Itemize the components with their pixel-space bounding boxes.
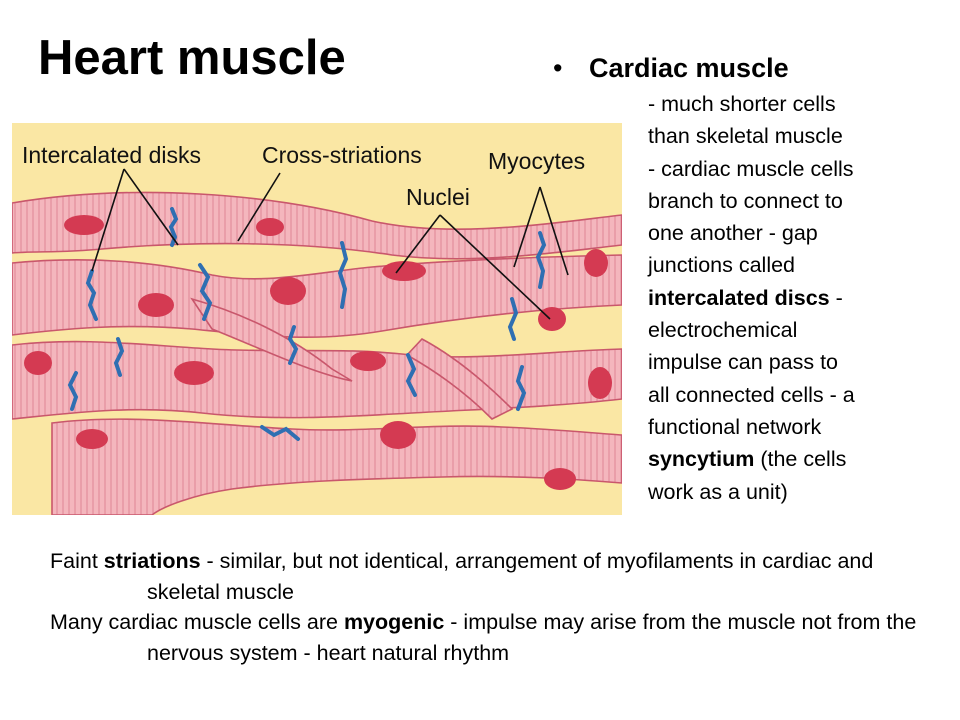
nucleus bbox=[382, 261, 426, 281]
bullet-line: electrochemical bbox=[648, 318, 798, 343]
fiber-striations bbox=[192, 299, 352, 381]
nucleus bbox=[350, 351, 386, 371]
pointer-line bbox=[123, 168, 179, 246]
muscle-fibers bbox=[12, 191, 622, 515]
intercalated-disc bbox=[535, 231, 547, 289]
slide-title: Heart muscle bbox=[38, 31, 346, 85]
pointer-line bbox=[539, 186, 569, 276]
cardiac-muscle-diagram: Intercalated disks Cross-striations Nucl… bbox=[12, 123, 622, 515]
intercalated-disc bbox=[507, 297, 519, 341]
nucleus bbox=[588, 367, 612, 399]
fiber-striations bbox=[12, 341, 622, 419]
fiber-striations bbox=[52, 419, 622, 515]
bullet-line: than skeletal muscle bbox=[648, 124, 843, 149]
label-nuclei: Nuclei bbox=[406, 184, 470, 210]
intercalated-disc bbox=[85, 269, 98, 321]
label-intercalated-disks: Intercalated disks bbox=[22, 142, 201, 168]
bullet-line: work as a unit) bbox=[648, 479, 788, 504]
bullet-line: one another - gap bbox=[648, 221, 818, 246]
intercalated-disc bbox=[337, 241, 349, 309]
nucleus bbox=[584, 249, 608, 277]
pointer-line bbox=[237, 172, 281, 242]
bullet-heading: • Cardiac muscle bbox=[553, 52, 789, 84]
intercalated-disc bbox=[198, 263, 213, 321]
pointer-line bbox=[513, 186, 541, 268]
label-pointer-lines bbox=[91, 168, 569, 320]
nucleus bbox=[24, 351, 52, 375]
term-myogenic: myogenic bbox=[343, 610, 445, 634]
bottom-notes: Faint striations - similar, but not iden… bbox=[50, 546, 940, 668]
nucleus bbox=[174, 361, 214, 385]
intercalated-disc bbox=[67, 371, 79, 411]
bullet-line: functional network bbox=[648, 414, 822, 439]
nucleus bbox=[76, 429, 108, 449]
nucleus bbox=[544, 468, 576, 490]
bullet-body: - much shorter cells than skeletal muscl… bbox=[648, 88, 938, 508]
term-striations: striations bbox=[103, 549, 201, 573]
fiber-striations bbox=[407, 339, 512, 419]
nucleus bbox=[64, 215, 104, 235]
bullet-line: - much shorter cells bbox=[648, 92, 836, 116]
fiber-striations bbox=[12, 255, 622, 338]
nuclei bbox=[24, 215, 612, 490]
bullet-line: intercalated discs - bbox=[648, 285, 843, 310]
term-intercalated-discs: intercalated discs bbox=[648, 285, 830, 310]
bullet-line: branch to connect to bbox=[648, 188, 843, 213]
pointer-line bbox=[439, 214, 551, 320]
nucleus bbox=[270, 277, 306, 305]
nucleus bbox=[380, 421, 416, 449]
nucleus bbox=[138, 293, 174, 317]
intercalated-disc bbox=[113, 337, 125, 377]
bullet-line: - cardiac muscle cells bbox=[648, 156, 854, 181]
pointer-line bbox=[395, 214, 441, 274]
note-striations: Faint striations - similar, but not iden… bbox=[50, 549, 874, 604]
bullet-line: syncytium (the cells bbox=[648, 447, 847, 472]
label-cross-striations: Cross-striations bbox=[262, 142, 422, 168]
intercalated-discs bbox=[67, 207, 547, 441]
intercalated-disc bbox=[260, 425, 300, 441]
bullet-line: all connected cells - a bbox=[648, 382, 855, 407]
intercalated-disc bbox=[515, 365, 527, 411]
intercalated-disc bbox=[287, 325, 299, 365]
diagram-svg: Intercalated disks Cross-striations Nucl… bbox=[12, 123, 622, 515]
note-myogenic: Many cardiac muscle cells are myogenic -… bbox=[50, 610, 917, 665]
pointer-line bbox=[91, 168, 125, 272]
term-syncytium: syncytium bbox=[648, 447, 755, 472]
nucleus bbox=[538, 307, 566, 331]
bullet-line: impulse can pass to bbox=[648, 350, 839, 375]
intercalated-disc bbox=[405, 353, 417, 397]
bullet-line: junctions called bbox=[648, 253, 796, 278]
bullet-marker: • bbox=[553, 53, 563, 83]
nucleus bbox=[256, 218, 284, 236]
bullet-heading-text: Cardiac muscle bbox=[589, 53, 789, 83]
label-myocytes: Myocytes bbox=[488, 148, 585, 174]
